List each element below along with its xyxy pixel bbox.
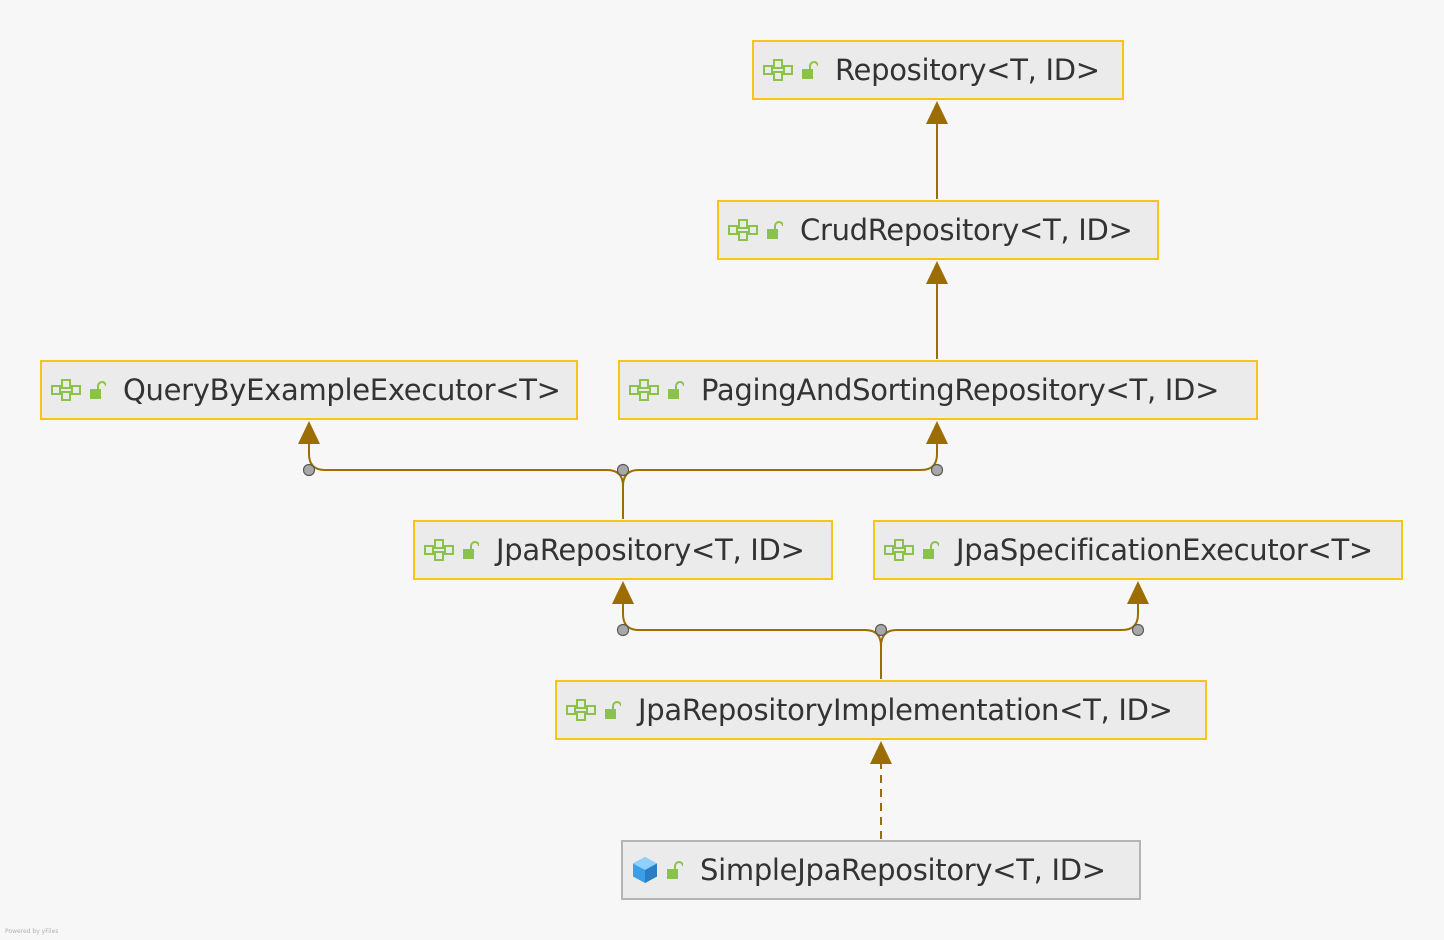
public-lock-icon bbox=[90, 381, 106, 399]
bend-point bbox=[930, 463, 944, 477]
node-jpa-repository-implementation[interactable]: JpaRepositoryImplementation<T, ID> bbox=[555, 680, 1207, 740]
class-icon bbox=[632, 856, 658, 884]
interface-icon bbox=[51, 379, 81, 401]
public-lock-icon bbox=[767, 221, 783, 239]
node-label: JpaRepositoryImplementation<T, ID> bbox=[638, 693, 1173, 727]
node-label: SimpleJpaRepository<T, ID> bbox=[700, 853, 1106, 887]
public-lock-icon bbox=[923, 541, 939, 559]
arrowhead-repository bbox=[926, 101, 948, 124]
arrowhead-query-by-example bbox=[298, 421, 320, 444]
node-label: CrudRepository<T, ID> bbox=[800, 213, 1133, 247]
node-repository[interactable]: Repository<T, ID> bbox=[752, 40, 1124, 100]
bend-point bbox=[302, 463, 316, 477]
node-simple-jpa-repository[interactable]: SimpleJpaRepository<T, ID> bbox=[621, 840, 1141, 900]
interface-icon bbox=[424, 539, 454, 561]
interface-icon bbox=[728, 219, 758, 241]
node-label: JpaRepository<T, ID> bbox=[496, 533, 805, 567]
bend-point bbox=[616, 623, 630, 637]
node-jpa-specification-executor[interactable]: JpaSpecificationExecutor<T> bbox=[873, 520, 1403, 580]
public-lock-icon bbox=[667, 861, 683, 879]
node-paging-and-sorting-repository[interactable]: PagingAndSortingRepository<T, ID> bbox=[618, 360, 1258, 420]
public-lock-icon bbox=[668, 381, 684, 399]
edge-impl-to-jpa-repository bbox=[622, 601, 882, 679]
arrowhead-crud bbox=[926, 261, 948, 284]
edge-impl-to-jpa-specification bbox=[880, 601, 1139, 679]
node-jpa-repository[interactable]: JpaRepository<T, ID> bbox=[413, 520, 833, 580]
interface-icon bbox=[629, 379, 659, 401]
node-label: QueryByExampleExecutor<T> bbox=[123, 373, 561, 407]
edge-jpa-to-query-by-example bbox=[308, 441, 624, 519]
public-lock-icon bbox=[463, 541, 479, 559]
node-label: JpaSpecificationExecutor<T> bbox=[956, 533, 1373, 567]
edge-jpa-to-paging bbox=[622, 441, 938, 519]
node-crud-repository[interactable]: CrudRepository<T, ID> bbox=[717, 200, 1159, 260]
powered-by-footer: Powered by yFiles bbox=[5, 928, 59, 935]
arrowhead-jpa-repository bbox=[612, 581, 634, 604]
node-query-by-example-executor[interactable]: QueryByExampleExecutor<T> bbox=[40, 360, 578, 420]
node-label: Repository<T, ID> bbox=[835, 53, 1100, 87]
interface-icon bbox=[763, 59, 793, 81]
arrowhead-impl bbox=[870, 741, 892, 764]
interface-icon bbox=[566, 699, 596, 721]
bend-point bbox=[874, 623, 888, 637]
bend-point bbox=[1131, 623, 1145, 637]
public-lock-icon bbox=[802, 61, 818, 79]
node-label: PagingAndSortingRepository<T, ID> bbox=[701, 373, 1220, 407]
arrowhead-paging bbox=[926, 421, 948, 444]
interface-icon bbox=[884, 539, 914, 561]
public-lock-icon bbox=[605, 701, 621, 719]
arrowhead-jpa-specification bbox=[1127, 581, 1149, 604]
bend-point bbox=[616, 463, 630, 477]
